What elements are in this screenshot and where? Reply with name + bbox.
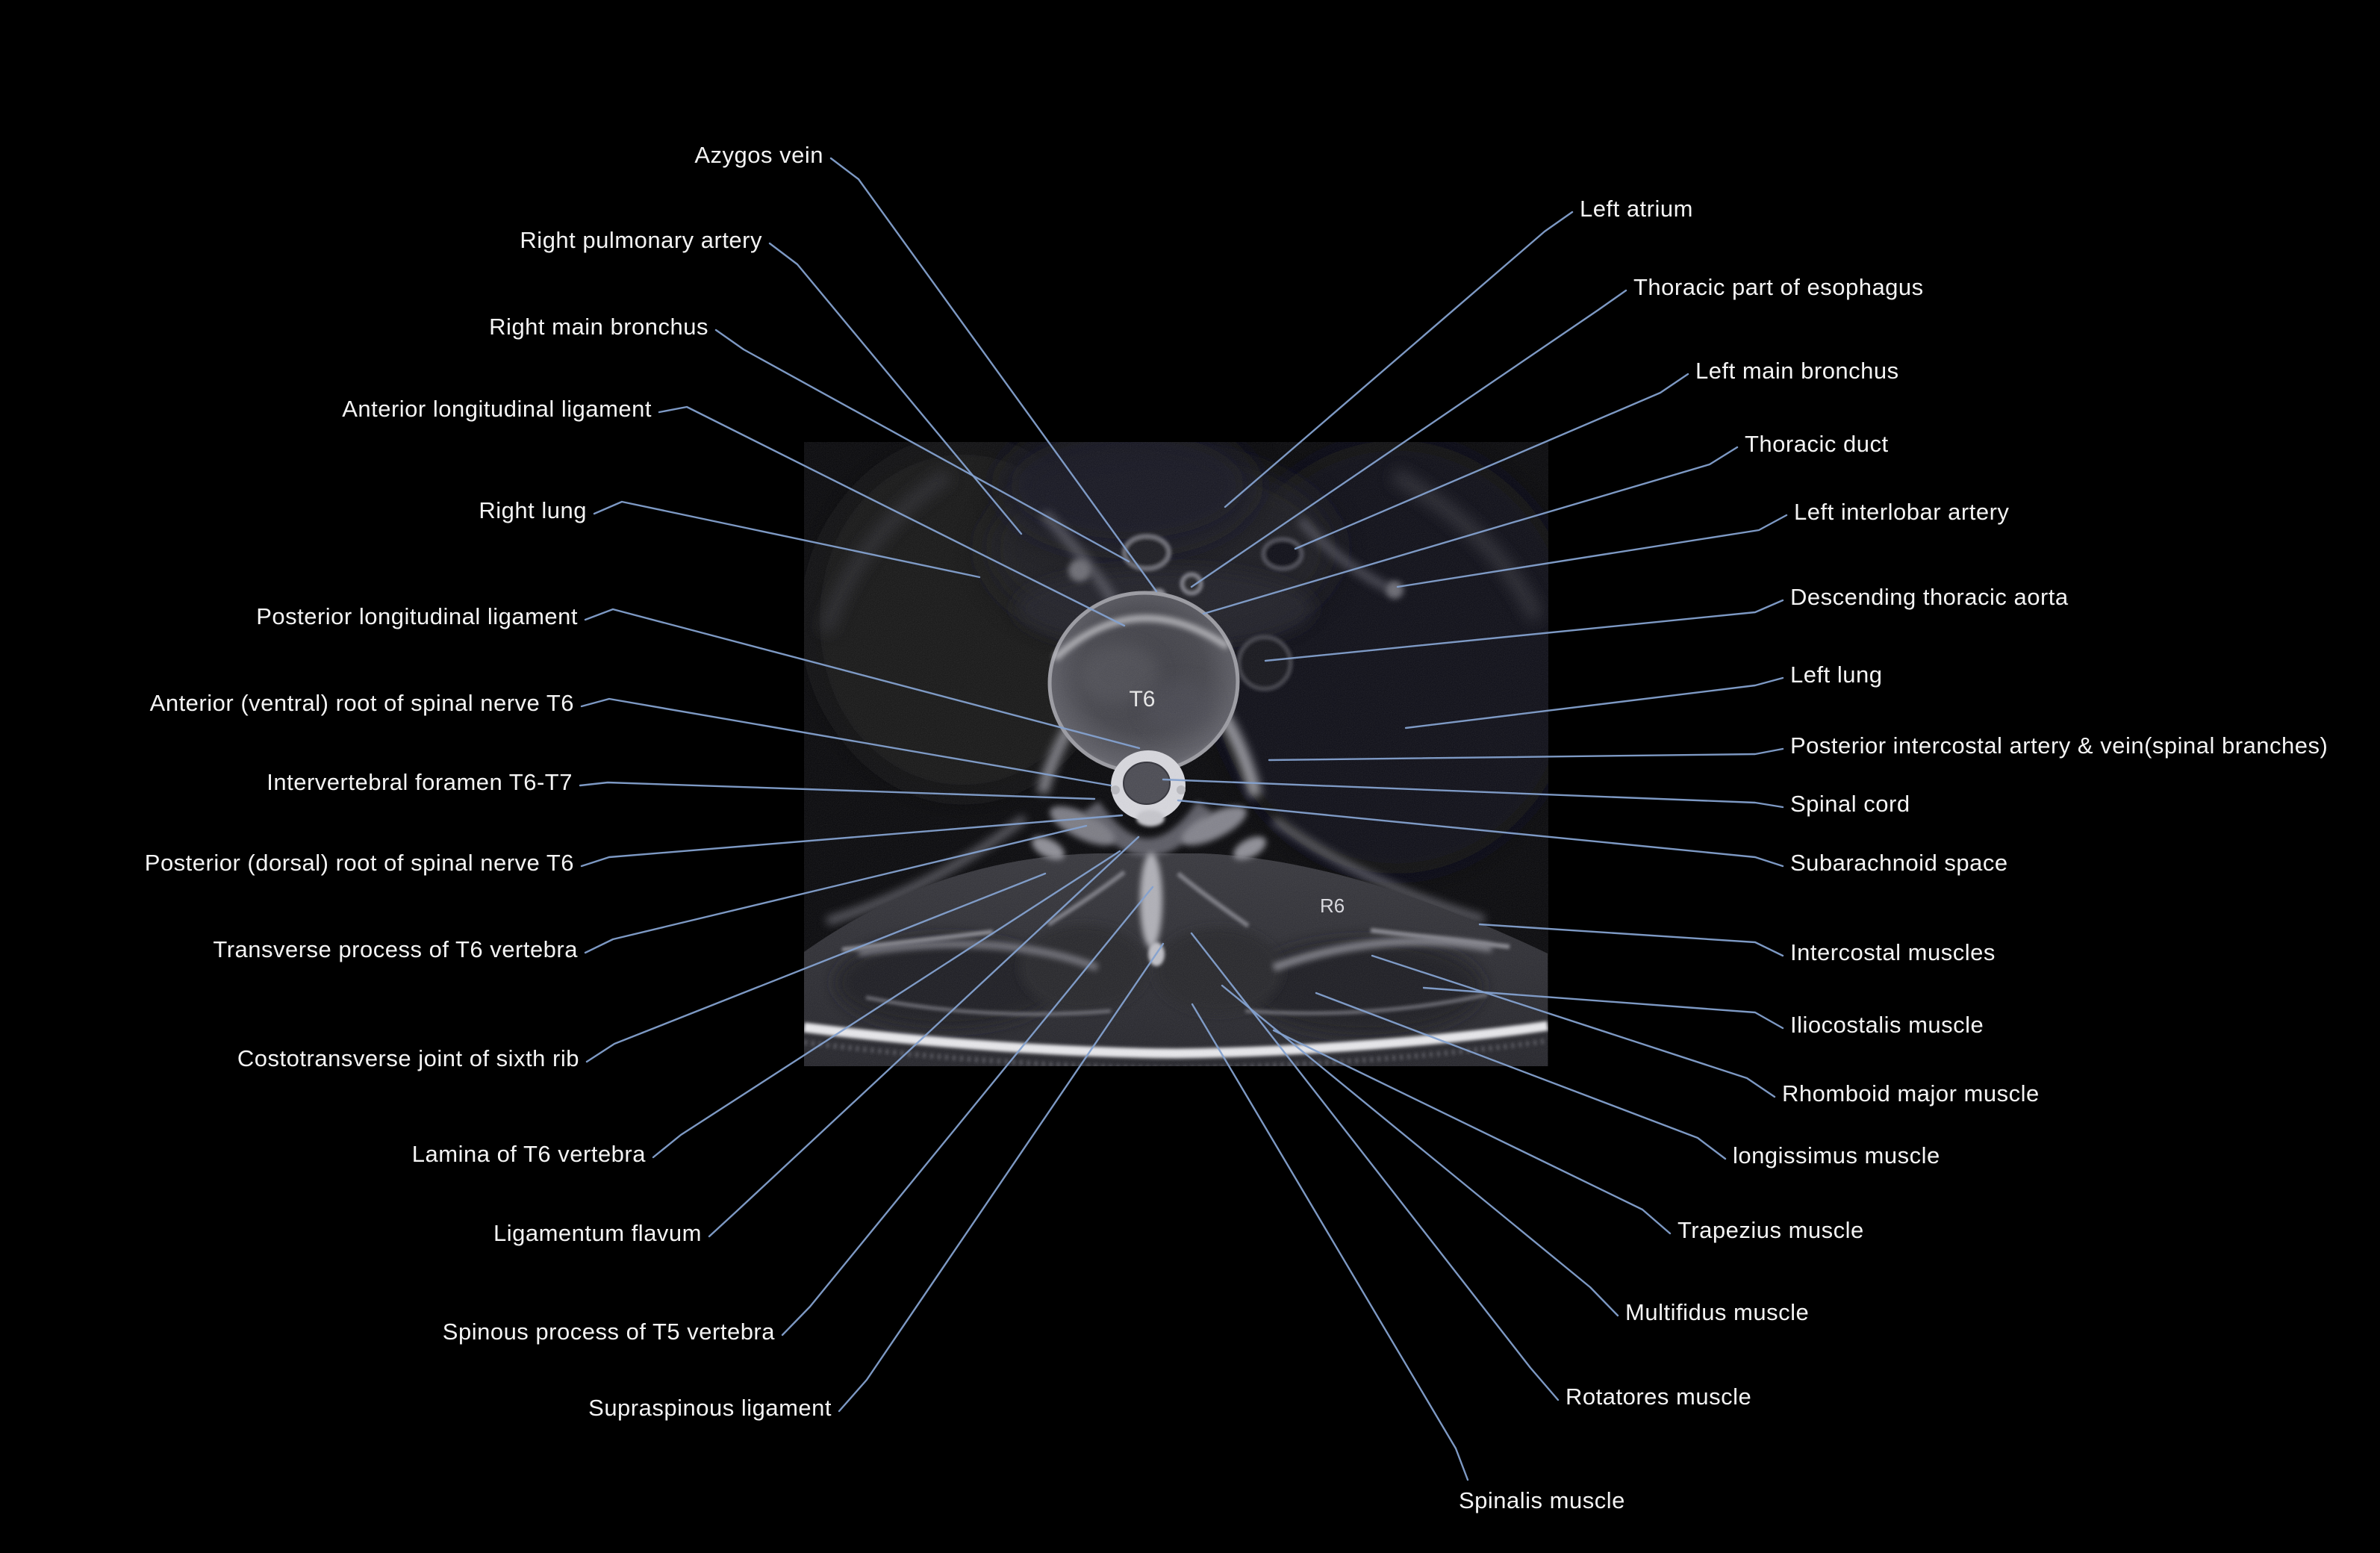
label-azygos-vein: Azygos vein [694,142,823,168]
label-spinous-process-of-t5-vertebra: Spinous process of T5 vertebra [443,1319,775,1345]
leader-spinous-process-of-t5-vertebra [781,886,1154,1336]
leader-right-pulmonary-artery [768,242,1023,535]
label-rotatores-muscle: Rotatores muscle [1566,1384,1751,1410]
leader-transverse-process-of-t6-vertebra [584,824,1088,954]
leader-supraspinous-ligament [838,942,1165,1413]
label-spinal-cord: Spinal cord [1790,791,1910,817]
label-supraspinous-ligament: Supraspinous ligament [588,1395,832,1421]
leader-subarachnoid-space [1177,799,1784,868]
leader-posterior-longitudinal-ligament [584,608,1141,750]
leader-trapezius-muscle [1272,1029,1672,1235]
label-intercostal-muscles: Intercostal muscles [1790,939,1996,965]
label-right-lung: Right lung [479,497,587,523]
label-right-main-bronchus: Right main bronchus [489,314,708,340]
leader-lamina-of-t6-vertebra [652,850,1121,1159]
label-thoracic-part-of-esophagus: Thoracic part of esophagus [1633,274,1924,300]
leader-rhomboid-major-muscle [1371,954,1776,1098]
leader-descending-thoracic-aorta [1264,599,1784,662]
leader-left-lung [1404,676,1784,729]
leader-spinalis-muscle [1191,1003,1469,1481]
label-thoracic-duct: Thoracic duct [1745,431,1889,457]
label-left-interlobar-artery: Left interlobar artery [1794,499,2009,525]
leader-intervertebral-foramen-t6-t7 [579,781,1096,800]
label-left-lung: Left lung [1790,662,1882,688]
leader-multifidus-muscle [1221,984,1619,1317]
label-rhomboid-major-muscle: Rhomboid major muscle [1782,1080,2040,1107]
leader-anterior-ventral-root-of-spinal-nerve-t6 [580,697,1112,787]
leader-left-main-bronchus [1294,373,1689,550]
leader-spinal-cord [1162,778,1784,809]
label-longissimus-muscle: longissimus muscle [1733,1142,1940,1168]
label-iliocostalis-muscle: Iliocostalis muscle [1790,1012,1984,1038]
label-right-pulmonary-artery: Right pulmonary artery [520,227,762,253]
label-trapezius-muscle: Trapezius muscle [1677,1217,1864,1243]
label-multifidus-muscle: Multifidus muscle [1625,1299,1809,1325]
label-ligamentum-flavum: Ligamentum flavum [493,1220,702,1246]
leader-left-interlobar-artery [1396,514,1788,588]
leader-anterior-longitudinal-ligament [658,405,1126,627]
vertebra-level-label: T6 [1129,687,1155,712]
leader-intercostal-muscles [1478,923,1784,957]
leader-costotransverse-joint-of-sixth-rib [585,872,1047,1063]
leader-right-main-bronchus [714,329,1130,563]
label-descending-thoracic-aorta: Descending thoracic aorta [1790,584,2069,610]
label-anterior-longitudinal-ligament: Anterior longitudinal ligament [342,396,652,422]
label-intervertebral-foramen-t6-t7: Intervertebral foramen T6-T7 [267,769,573,795]
label-transverse-process-of-t6-vertebra: Transverse process of T6 vertebra [213,936,578,962]
leader-left-atrium [1224,211,1574,508]
mri-noise-overlay [804,442,1548,1066]
leader-iliocostalis-muscle [1422,986,1784,1030]
label-subarachnoid-space: Subarachnoid space [1790,850,2008,876]
mri-axial-t6-image: T6 R6 [804,442,1548,1066]
rib-level-label: R6 [1320,894,1345,917]
leader-longissimus-muscle [1315,992,1727,1160]
label-costotransverse-joint-of-sixth-rib: Costotransverse joint of sixth rib [237,1045,579,1071]
label-spinalis-muscle: Spinalis muscle [1459,1487,1625,1513]
leader-thoracic-duct [1202,446,1739,615]
leader-rotatores-muscle [1190,932,1560,1401]
label-left-atrium: Left atrium [1580,196,1693,222]
leader-ligamentum-flavum [708,835,1140,1238]
label-posterior-intercostal-artery-vein-spinal-branches: Posterior intercostal artery & vein(spin… [1790,732,2328,759]
leader-azygos-vein [829,157,1158,593]
leader-posterior-intercostal-artery-vein-spinal-branches [1268,747,1784,762]
label-left-main-bronchus: Left main bronchus [1695,358,1899,384]
label-posterior-dorsal-root-of-spinal-nerve-t6: Posterior (dorsal) root of spinal nerve … [145,850,574,876]
label-lamina-of-t6-vertebra: Lamina of T6 vertebra [412,1141,646,1167]
leader-right-lung [593,500,981,579]
label-anterior-ventral-root-of-spinal-nerve-t6: Anterior (ventral) root of spinal nerve … [150,690,574,716]
label-posterior-longitudinal-ligament: Posterior longitudinal ligament [256,603,578,629]
leader-thoracic-part-of-esophagus [1190,289,1627,588]
leader-posterior-dorsal-root-of-spinal-nerve-t6 [580,814,1124,868]
